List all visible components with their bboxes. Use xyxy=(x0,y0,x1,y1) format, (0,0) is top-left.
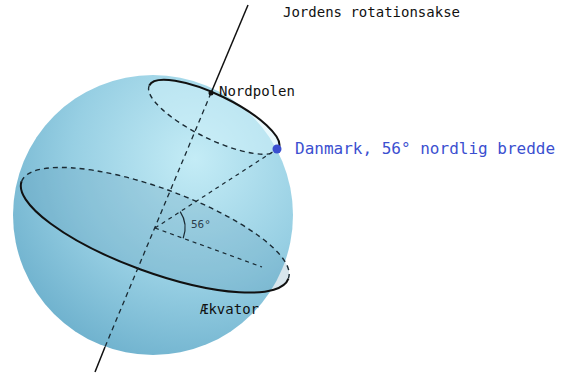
axis-outer xyxy=(95,347,105,372)
latitude-front xyxy=(149,66,288,149)
denmark-dot xyxy=(273,145,282,154)
equator-radius xyxy=(155,228,262,267)
location-label: Danmark, 56° nordlig bredde xyxy=(295,139,555,158)
north-pole-dot xyxy=(209,91,214,96)
pole-label: Nordpolen xyxy=(219,83,295,100)
angle-label: 56° xyxy=(191,218,211,231)
axis-outer xyxy=(211,5,248,93)
latitude-plane xyxy=(140,66,289,169)
equator-plane xyxy=(7,142,303,318)
equator-label: Ækvator xyxy=(200,301,259,318)
equator-front xyxy=(7,181,288,318)
latitude-radius xyxy=(155,149,277,228)
angle-arc xyxy=(180,212,185,239)
axis-inner xyxy=(105,93,211,347)
axis-label: Jordens rotationsakse xyxy=(283,4,460,21)
